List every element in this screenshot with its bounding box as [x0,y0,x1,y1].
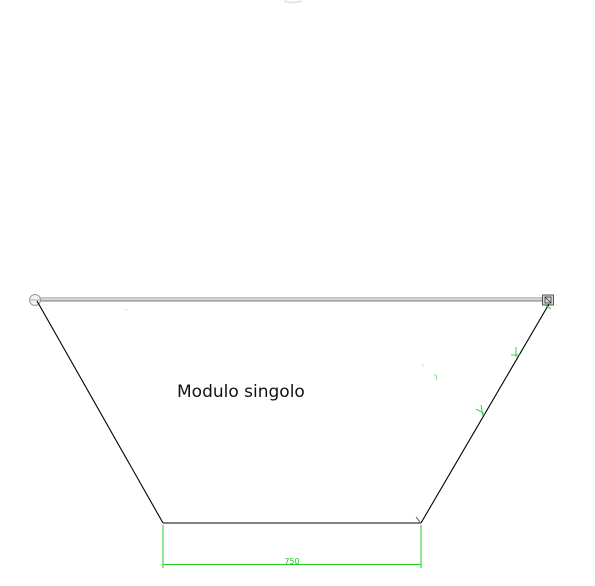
left-side-edge [36,300,164,524]
bottom-dimension-value: 750 [284,557,299,566]
stray-mark [433,373,438,381]
end-cap-square-icon[interactable] [542,294,554,306]
stray-mark [123,308,129,311]
top-edge-mark [283,0,303,4]
top-rail[interactable] [33,297,552,302]
edge-ticks [475,304,552,417]
module-outline[interactable] [36,300,550,524]
module-label[interactable]: Modulo singolo [177,382,305,402]
bottom-dimension[interactable]: 750 [162,525,422,568]
corner-tick [415,516,421,523]
stray-mark [421,363,425,368]
